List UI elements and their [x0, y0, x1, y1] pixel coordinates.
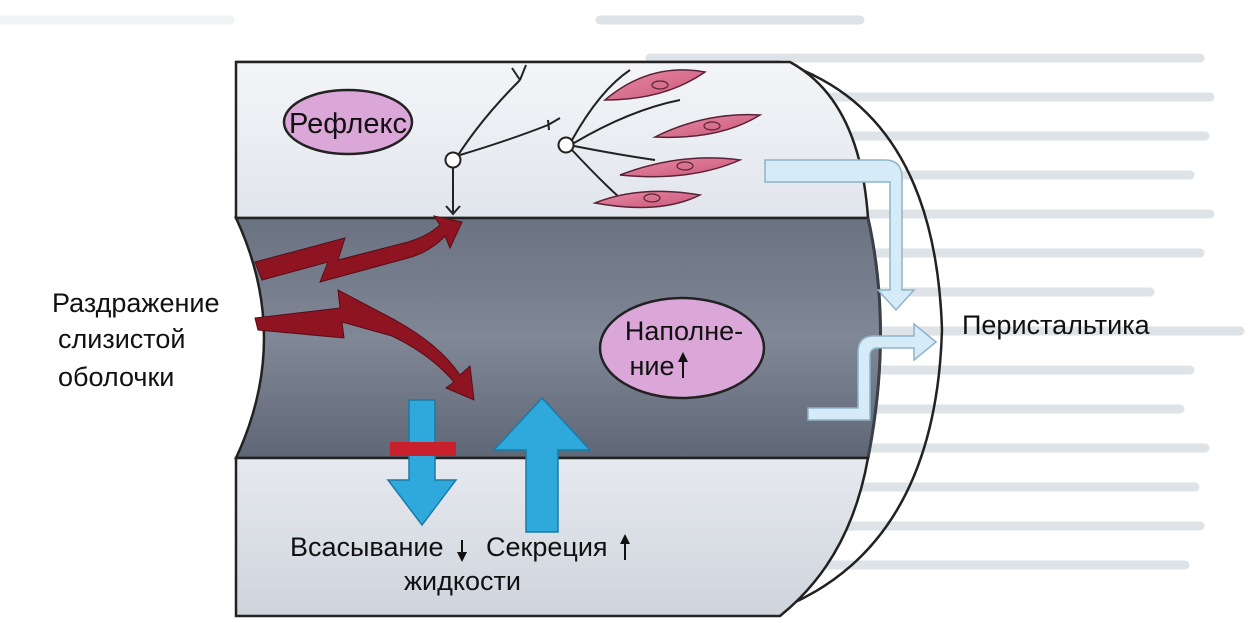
absorption-label: Всасывание [290, 532, 444, 562]
filling-bubble [600, 298, 764, 398]
neuron-body-2 [559, 138, 574, 153]
irritation-label-line3: оболочки [58, 362, 174, 392]
absorption-block-bar [390, 442, 456, 456]
reflex-label: Рефлекс [289, 108, 407, 140]
peristalsis-label: Перистальтика [962, 310, 1151, 340]
filling-label-line2: ние [629, 351, 674, 381]
fluids-label: жидкости [404, 566, 521, 596]
neuron-body-1 [446, 153, 461, 168]
irritation-label-line1: Раздражение [52, 288, 219, 318]
filling-label-line1: Наполне- [625, 316, 743, 346]
irritation-label-line2: слизистой [58, 324, 185, 354]
secretion-label: Секреция [486, 532, 608, 562]
